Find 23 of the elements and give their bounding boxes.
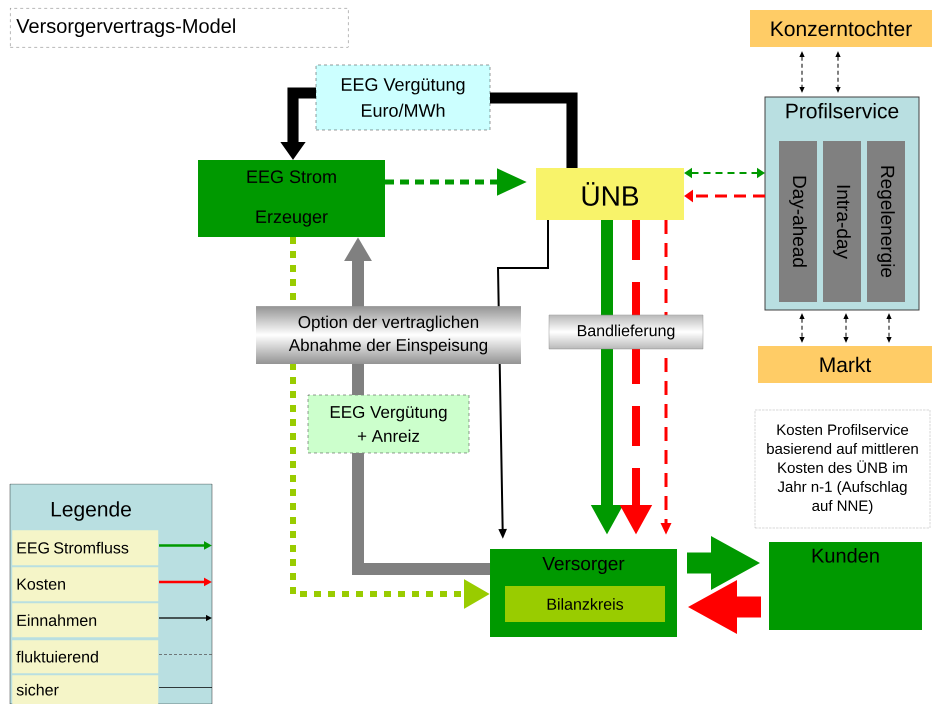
product-column: Day-ahead — [779, 141, 817, 302]
legend-row: sicher — [12, 675, 158, 704]
product-column: Intra-day — [823, 141, 861, 302]
producer-box: EEG Strom Erzeuger — [198, 160, 385, 237]
operator-box: ÜNB — [536, 168, 684, 220]
company-box: Konzerntochter — [750, 10, 932, 47]
option-label: Option der vertraglichen Abnahme der Einspeisung — [288, 316, 488, 354]
customer-box: Kunden — [769, 542, 922, 630]
payment-box: EEG Vergütung + Anreiz — [308, 394, 470, 454]
balance-group-box: Bilanzkreis — [505, 586, 665, 622]
note-box: Kosten Profilservice basierend auf mittleren Kosten des ÜNB im Jahr n-1 (Aufschlag auf NNE) — [754, 410, 930, 528]
connector-line — [490, 92, 578, 168]
product-column: Regelenergie — [867, 141, 905, 302]
payment-box: EEG Vergütung Euro/MWh — [316, 64, 490, 130]
title: Versorgervertrags-Model — [10, 8, 348, 48]
connector-line — [352, 453, 490, 575]
legend-row: fluktuierend — [12, 640, 158, 674]
legend-row: Einnahmen — [12, 603, 158, 638]
legend-row: EEG Stromfluss — [12, 530, 158, 566]
market-box: Markt — [758, 346, 932, 383]
edge-label: Bandlieferung — [548, 314, 704, 350]
legend-row: Kosten — [12, 567, 158, 602]
legend-title: Legende — [52, 501, 131, 521]
